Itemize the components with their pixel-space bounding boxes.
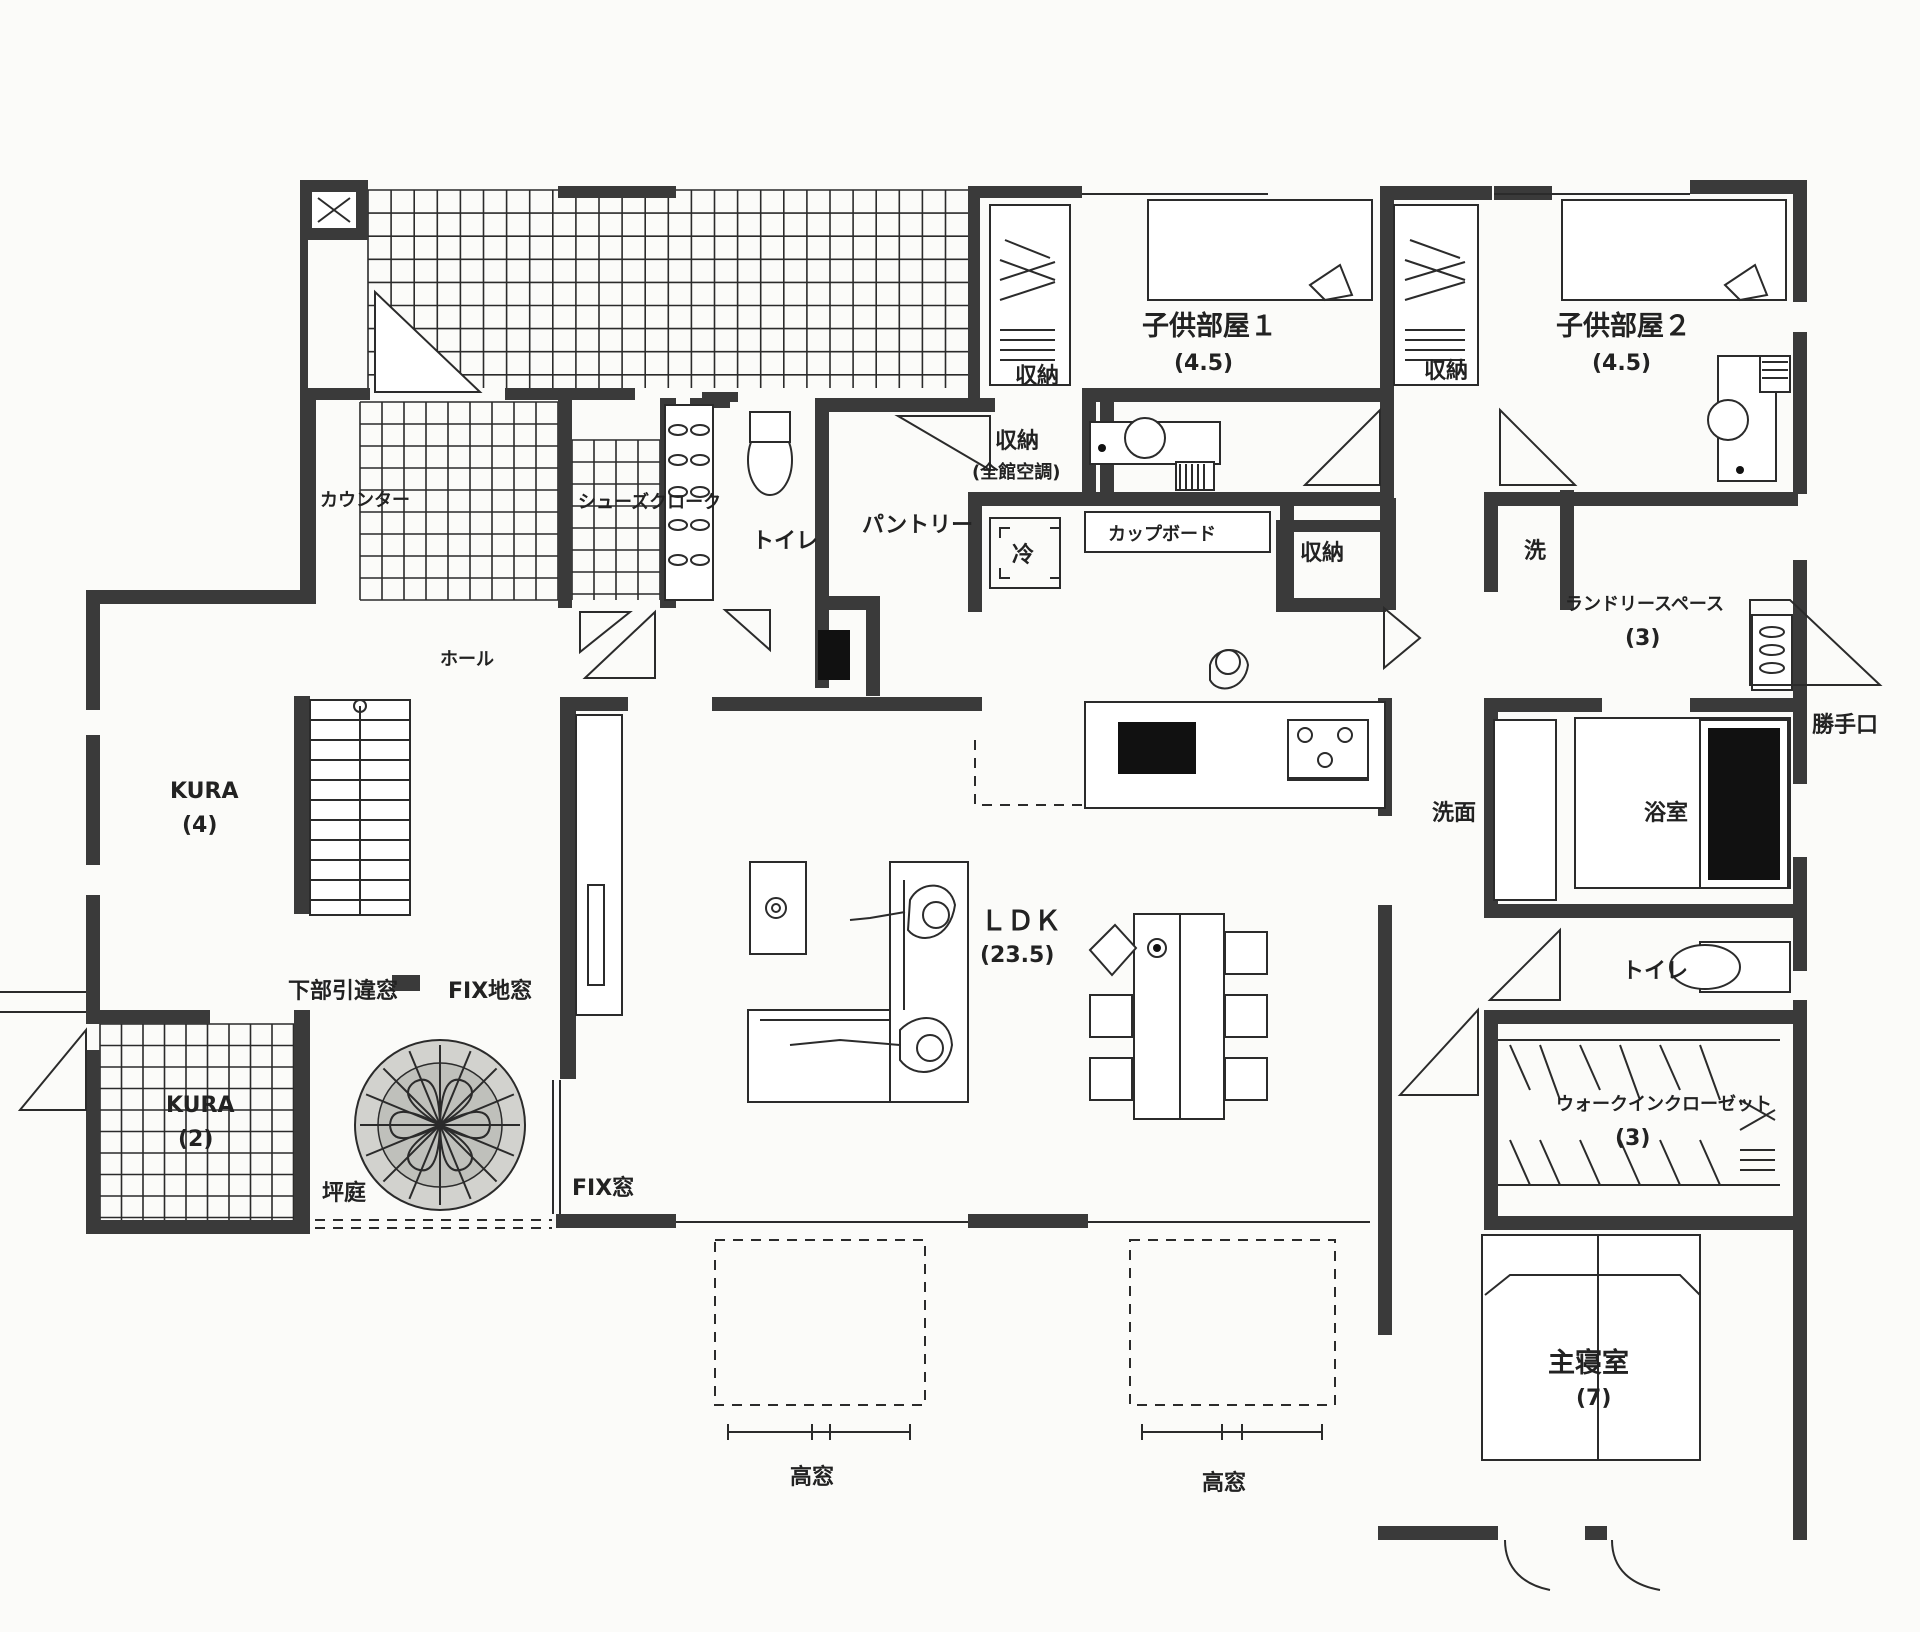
label-fix-jimado: FIX地窓 — [448, 978, 532, 1004]
label-cupboard: カップボード — [1108, 523, 1216, 545]
label-sen: 洗 — [1524, 539, 1546, 564]
label-kura2: KURA — [166, 1093, 235, 1118]
garden-tree — [354, 1039, 526, 1211]
label-toilet-2: トイレ — [1622, 959, 1688, 984]
label-shuno-b: 収納 — [1424, 358, 1468, 384]
label-zenkan: (全館空調) — [972, 461, 1060, 483]
label-kodomo1-size: (4.5) — [1174, 351, 1233, 376]
label-takamado-2: 高窓 — [1202, 1470, 1246, 1496]
label-shushin: 主寝室 — [1548, 1347, 1629, 1379]
label-ldk-size: (23.5) — [980, 943, 1054, 968]
label-kura4: KURA — [170, 779, 239, 804]
label-kura2-size: (2) — [178, 1127, 213, 1152]
beds — [1147, 199, 1787, 1461]
label-hall: ホール — [440, 649, 494, 670]
label-rei: 冷 — [1012, 542, 1034, 568]
label-shushin-size: (7) — [1576, 1386, 1611, 1411]
entrance-step — [374, 289, 483, 393]
label-shuno-a: 収納 — [1015, 363, 1059, 389]
desks — [1089, 355, 1791, 491]
high-windows — [714, 1239, 1336, 1440]
tile-grid-kura2 — [99, 1023, 295, 1220]
label-kura4-size: (4) — [182, 813, 217, 838]
label-tsubo-niwa: 坪庭 — [322, 1180, 366, 1206]
labels: 子供部屋１ (4.5) 子供部屋２ (4.5) 収納 収納 収納 (全館空調) … — [166, 310, 1878, 1496]
label-shoes-cloak: シューズクローク — [578, 491, 721, 513]
label-ldk: ＬＤＫ — [980, 906, 1061, 937]
label-katteguchi: 勝手口 — [1812, 713, 1878, 738]
label-kodomo1: 子供部屋１ — [1142, 310, 1277, 342]
label-counter: カウンター — [320, 490, 410, 511]
kitchen — [974, 511, 1386, 809]
tile-grid-shoes — [571, 439, 661, 600]
label-kodomo2-size: (4.5) — [1592, 351, 1651, 376]
label-kabu-hikichigai: 下部引違窓 — [288, 978, 398, 1004]
fixtures — [664, 404, 1793, 993]
label-shuno-c: 収納 — [995, 428, 1039, 454]
figures — [789, 649, 1250, 1073]
living-furniture — [575, 714, 1268, 1120]
label-pantry: パントリー — [862, 513, 973, 538]
label-kodomo2: 子供部屋２ — [1556, 310, 1691, 342]
label-yokushitsu: 浴室 — [1644, 800, 1688, 826]
doors — [17, 407, 1883, 1591]
walls — [86, 180, 1807, 1540]
label-laundry: ランドリースペース — [1565, 594, 1724, 615]
label-takamado-1: 高窓 — [790, 1464, 834, 1490]
window-lines — [0, 193, 1690, 1229]
label-toilet-1: トイレ — [752, 529, 818, 554]
stairs — [309, 699, 411, 916]
tile-grid-terrace — [367, 189, 968, 388]
label-fix-mado: FIX窓 — [572, 1175, 634, 1201]
closet-marks — [989, 204, 1780, 1186]
label-senmen: 洗面 — [1432, 801, 1476, 826]
label-laundry-size: (3) — [1625, 626, 1660, 651]
label-shuno-d: 収納 — [1300, 540, 1344, 566]
label-wic: ウォークインクローゼット — [1556, 1093, 1772, 1115]
label-wic-size: (3) — [1615, 1126, 1650, 1151]
